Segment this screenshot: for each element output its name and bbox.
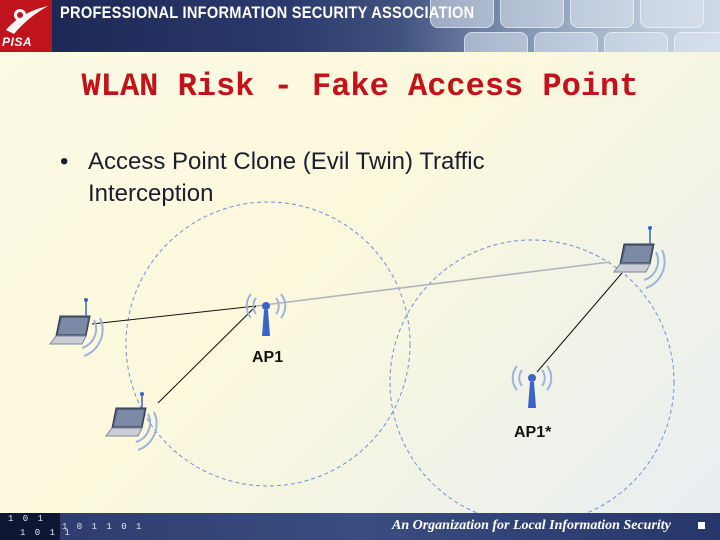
logo-text: PISA <box>2 35 33 49</box>
footer-tagline: An Organization for Local Information Se… <box>392 518 671 533</box>
laptop-left-icon <box>49 298 104 357</box>
footer-binary-2: 1 0 1 1 <box>20 528 72 538</box>
link-ap1-right-laptop <box>255 261 611 307</box>
organization-name: PROFESSIONAL INFORMATION SECURITY ASSOCI… <box>60 3 475 22</box>
ap1-star-label: AP1* <box>514 424 552 441</box>
link-right-laptop-ap1-star <box>536 272 623 373</box>
footer-bar: 1 0 1 1 0 1 1 1 0 1 1 0 1 An Organizatio… <box>0 513 720 540</box>
footer-binary-1: 1 0 1 <box>8 514 46 524</box>
ap1-star-coverage-circle <box>389 239 675 525</box>
ap1-label: AP1 <box>252 349 284 366</box>
footer-binary-3: 1 0 1 1 0 1 <box>62 522 144 532</box>
pisa-logo: PISA <box>0 0 52 52</box>
footer-binary-panel <box>0 513 60 540</box>
keyboard-background <box>400 0 720 52</box>
slide-title: WLAN Risk - Fake Access Point <box>81 68 639 105</box>
header-bar: PISA PROFESSIONAL INFORMATION SECURITY A… <box>0 0 720 52</box>
bullet-text: Access Point Clone (Evil Twin) Traffic I… <box>88 148 485 207</box>
ap1-coverage-circle <box>125 201 411 487</box>
laptop-right-icon <box>613 226 666 289</box>
laptop-bottom-icon <box>105 392 158 451</box>
link-bottom-laptop-ap1 <box>157 305 257 404</box>
ap1-star-antenna-icon <box>511 365 553 408</box>
ap1-antenna-icon <box>245 293 287 336</box>
footer-square-icon <box>698 522 705 529</box>
link-left-laptop-ap1 <box>91 305 257 325</box>
swoosh-icon <box>6 6 48 34</box>
bullet-marker: • <box>60 148 69 175</box>
